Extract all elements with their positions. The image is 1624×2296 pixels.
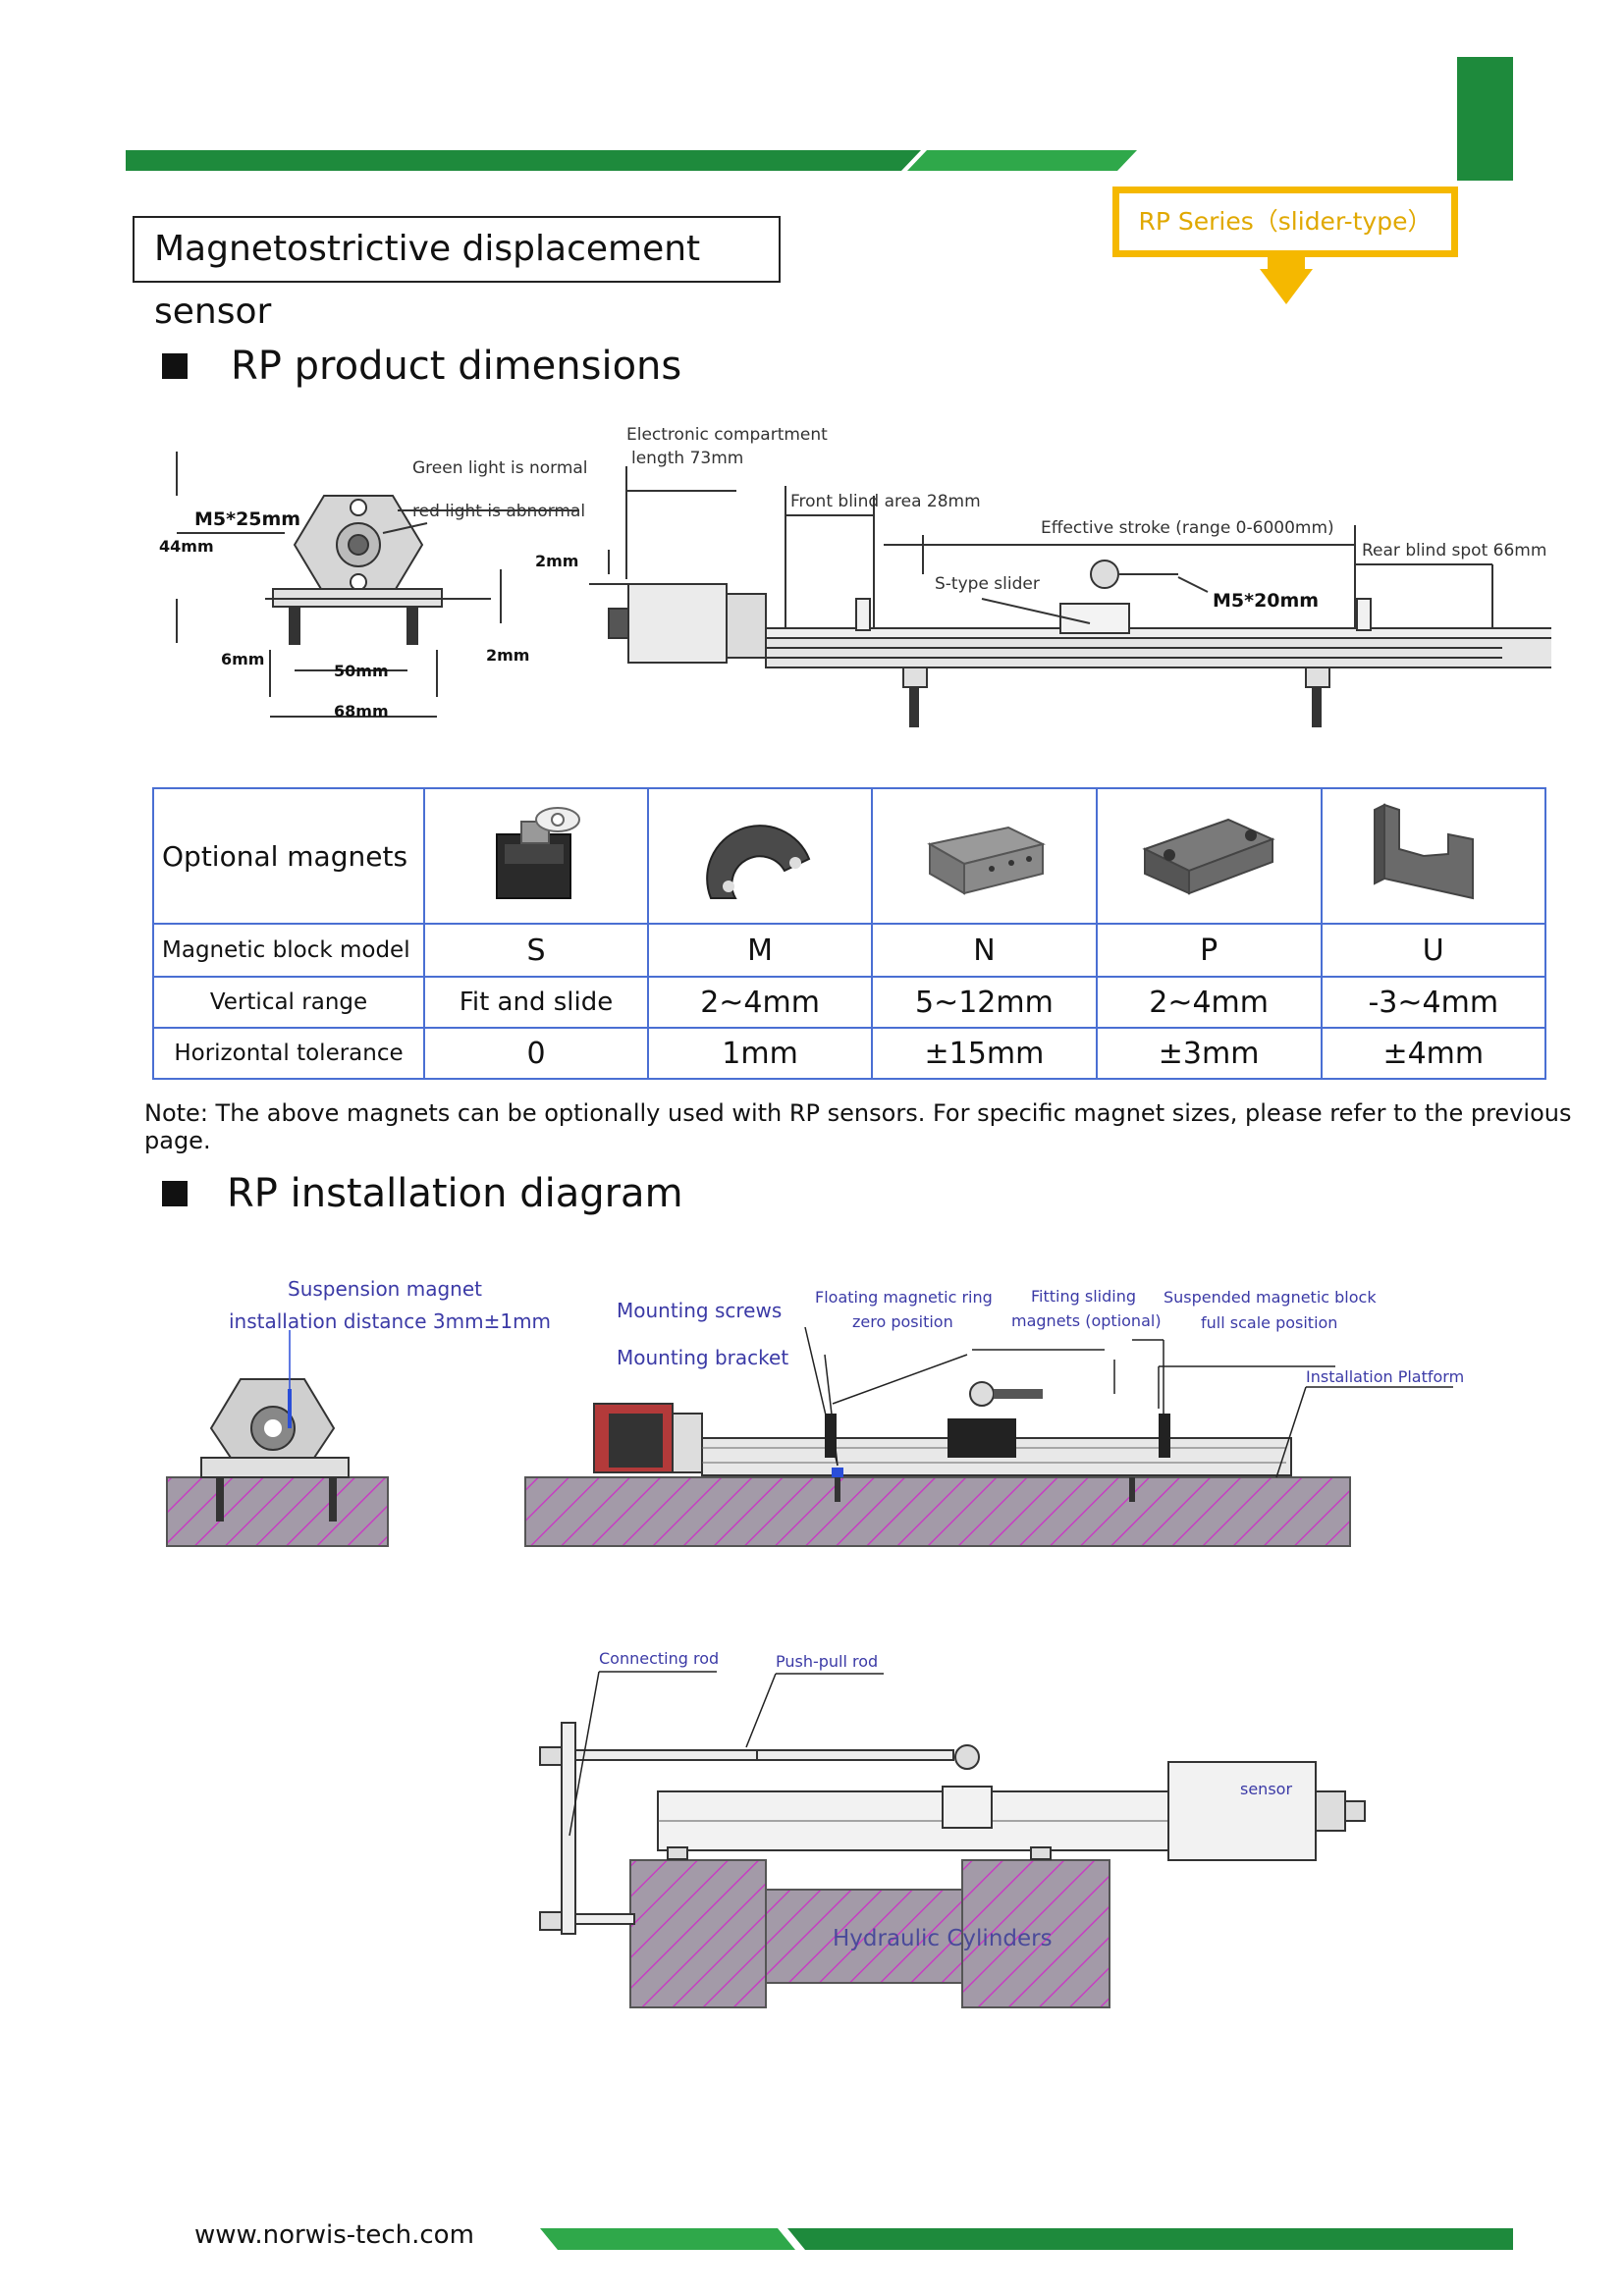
installation-diagram: Suspension magnet installation distance … [166,1277,1464,1547]
label-mounting-bracket: Mounting bracket [617,1346,788,1369]
row-label-vertical: Vertical range [152,976,425,1029]
magnet-m-icon [706,825,811,899]
cell-vertical-n: 5~12mm [871,976,1098,1029]
label-red-light: red light is abnormal [412,502,585,521]
footer-website: www.norwis-tech.com [194,2220,474,2250]
magnet-m-image [647,787,874,925]
cell-model-n: N [871,923,1098,978]
label-suspended-1: Suspended magnetic block [1164,1288,1377,1307]
cell-vertical-u: -3~4mm [1320,976,1547,1029]
arrow-down-icon [1260,257,1313,304]
hydraulic-diagram: Connecting rod Push-pull rod sensor Hydr… [539,1649,1366,2008]
label-electronic-1: Electronic compartment [626,425,828,445]
label-fitting-2: magnets (optional) [1011,1311,1162,1330]
label-50: 50mm [334,662,389,680]
cell-model-s: S [422,923,650,978]
table-row: Magnetic block model S M N P U [152,923,1547,978]
label-front-blind: Front blind area 28mm [790,492,981,511]
row-label-model: Magnetic block model [152,923,425,978]
magnet-p-image [1095,787,1323,925]
label-68: 68mm [334,702,389,721]
label-6: 6mm [221,650,264,668]
footer-decoration [540,2228,1513,2250]
magnets-note: Note: The above magnets can be optionall… [144,1099,1572,1154]
section-title-installation: RP installation diagram [162,1171,683,1216]
table-header-label: Optional magnets [152,787,425,925]
magnet-u-icon [1373,803,1474,900]
label-floating-2: zero position [852,1312,953,1331]
label-electronic-2: length 73mm [631,449,743,468]
cell-model-m: M [647,923,874,978]
magnet-n-image [871,787,1098,925]
label-connecting-rod: Connecting rod [599,1649,719,1668]
cell-model-u: U [1320,923,1547,978]
optional-magnets-table: Optional magnets [152,787,1547,1080]
label-suspended-2: full scale position [1201,1313,1337,1332]
magnet-s-icon [496,807,581,899]
label-2: 2mm [486,646,529,665]
cell-vertical-p: 2~4mm [1095,976,1323,1029]
section-title-dimensions: RP product dimensions [162,344,681,389]
document-title: Magnetostrictive displacement sensor [133,216,781,332]
cell-horizontal-p: ±3mm [1095,1027,1323,1080]
cell-horizontal-m: 1mm [647,1027,874,1080]
label-suspension-2: installation distance 3mm±1mm [229,1309,551,1333]
dimensions-drawing: Green light is normal red light is abnor… [159,425,1551,727]
label-m5-20: M5*20mm [1213,590,1319,612]
cell-model-p: P [1095,923,1323,978]
magnet-u-image [1320,787,1547,925]
table-row: Horizontal tolerance 0 1mm ±15mm ±3mm ±4… [152,1027,1547,1080]
cell-horizontal-s: 0 [422,1027,650,1080]
table-row: Vertical range Fit and slide 2~4mm 5~12m… [152,976,1547,1029]
label-platform: Installation Platform [1306,1367,1464,1386]
label-push-pull-rod: Push-pull rod [776,1652,878,1671]
label-mounting-screws: Mounting screws [617,1299,782,1322]
magnet-s-image [422,787,650,925]
label-m5-25: M5*25mm [194,508,300,530]
label-hydraulic: Hydraulic Cylinders [833,1926,1053,1951]
label-floating-1: Floating magnetic ring [815,1288,993,1307]
header-decoration [126,57,1513,181]
cell-horizontal-u: ±4mm [1320,1027,1547,1080]
cell-horizontal-n: ±15mm [871,1027,1098,1080]
bullet-square-icon [162,353,188,379]
series-badge: RP Series（slider-type） [1112,187,1458,257]
label-44: 44mm [159,537,214,556]
cell-vertical-s: Fit and slide [422,976,650,1029]
label-s-slider: S-type slider [935,574,1040,594]
row-label-horizontal: Horizontal tolerance [152,1027,425,1080]
magnet-p-icon [1142,818,1275,895]
label-rear-blind: Rear blind spot 66mm [1362,541,1546,561]
bullet-square-icon [162,1181,188,1206]
label-sensor: sensor [1240,1780,1292,1798]
table-row: Optional magnets [152,787,1547,925]
cell-vertical-m: 2~4mm [647,976,874,1029]
label-2-top: 2mm [535,552,578,570]
magnet-n-icon [927,826,1047,895]
label-effective-stroke: Effective stroke (range 0-6000mm) [1041,518,1334,538]
label-fitting-1: Fitting sliding [1031,1287,1136,1306]
label-suspension-1: Suspension magnet [288,1277,482,1301]
label-green-light: Green light is normal [412,458,588,478]
